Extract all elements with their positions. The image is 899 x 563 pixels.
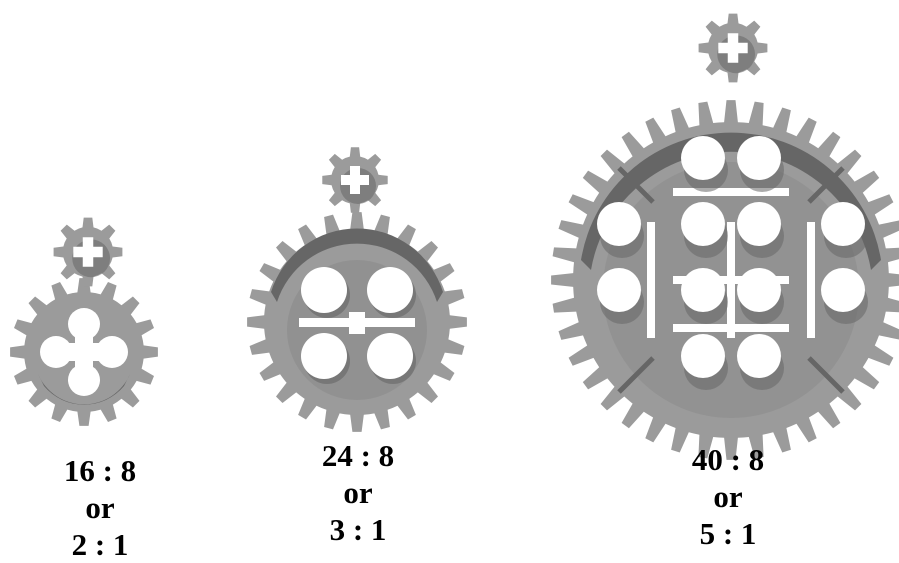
pin-hole bbox=[681, 136, 725, 180]
axle-slot bbox=[807, 222, 815, 338]
ratio-caption-2: 24 : 8 or 3 : 1 bbox=[278, 437, 438, 548]
simplified-ratio-label: 3 : 1 bbox=[278, 511, 438, 548]
pin-hole bbox=[821, 268, 865, 312]
axle-center-hole bbox=[349, 312, 365, 334]
gear-set-40-8 bbox=[551, 14, 899, 460]
large-gear-icon bbox=[10, 278, 158, 426]
or-label: or bbox=[648, 478, 808, 515]
gear-set-16-8 bbox=[10, 218, 158, 426]
pin-hole bbox=[367, 333, 413, 379]
pin-hole bbox=[301, 333, 347, 379]
ratio-label: 24 : 8 bbox=[278, 437, 438, 474]
pin-hole bbox=[597, 202, 641, 246]
pin-hole bbox=[681, 202, 725, 246]
large-gear-icon bbox=[551, 100, 899, 460]
pin-hole bbox=[681, 268, 725, 312]
pin-hole bbox=[737, 136, 781, 180]
small-gear-icon bbox=[699, 14, 768, 83]
gear-set-24-8 bbox=[247, 147, 467, 432]
small-gear-icon bbox=[322, 147, 387, 212]
pin-hole bbox=[597, 268, 641, 312]
pin-hole bbox=[367, 267, 413, 313]
ratio-label: 16 : 8 bbox=[20, 452, 180, 489]
ratio-caption-1: 16 : 8 or 2 : 1 bbox=[20, 452, 180, 563]
simplified-ratio-label: 5 : 1 bbox=[648, 515, 808, 552]
small-gear-icon bbox=[54, 218, 123, 287]
pin-hole bbox=[737, 334, 781, 378]
ratio-label: 40 : 8 bbox=[648, 441, 808, 478]
axle-slot bbox=[647, 222, 655, 338]
pin-hole bbox=[681, 334, 725, 378]
ratio-caption-3: 40 : 8 or 5 : 1 bbox=[648, 441, 808, 552]
or-label: or bbox=[278, 474, 438, 511]
pin-hole bbox=[737, 268, 781, 312]
pin-hole bbox=[821, 202, 865, 246]
or-label: or bbox=[20, 489, 180, 526]
large-gear-icon bbox=[247, 212, 467, 432]
simplified-ratio-label: 2 : 1 bbox=[20, 526, 180, 563]
pin-hole bbox=[737, 202, 781, 246]
pin-hole bbox=[301, 267, 347, 313]
